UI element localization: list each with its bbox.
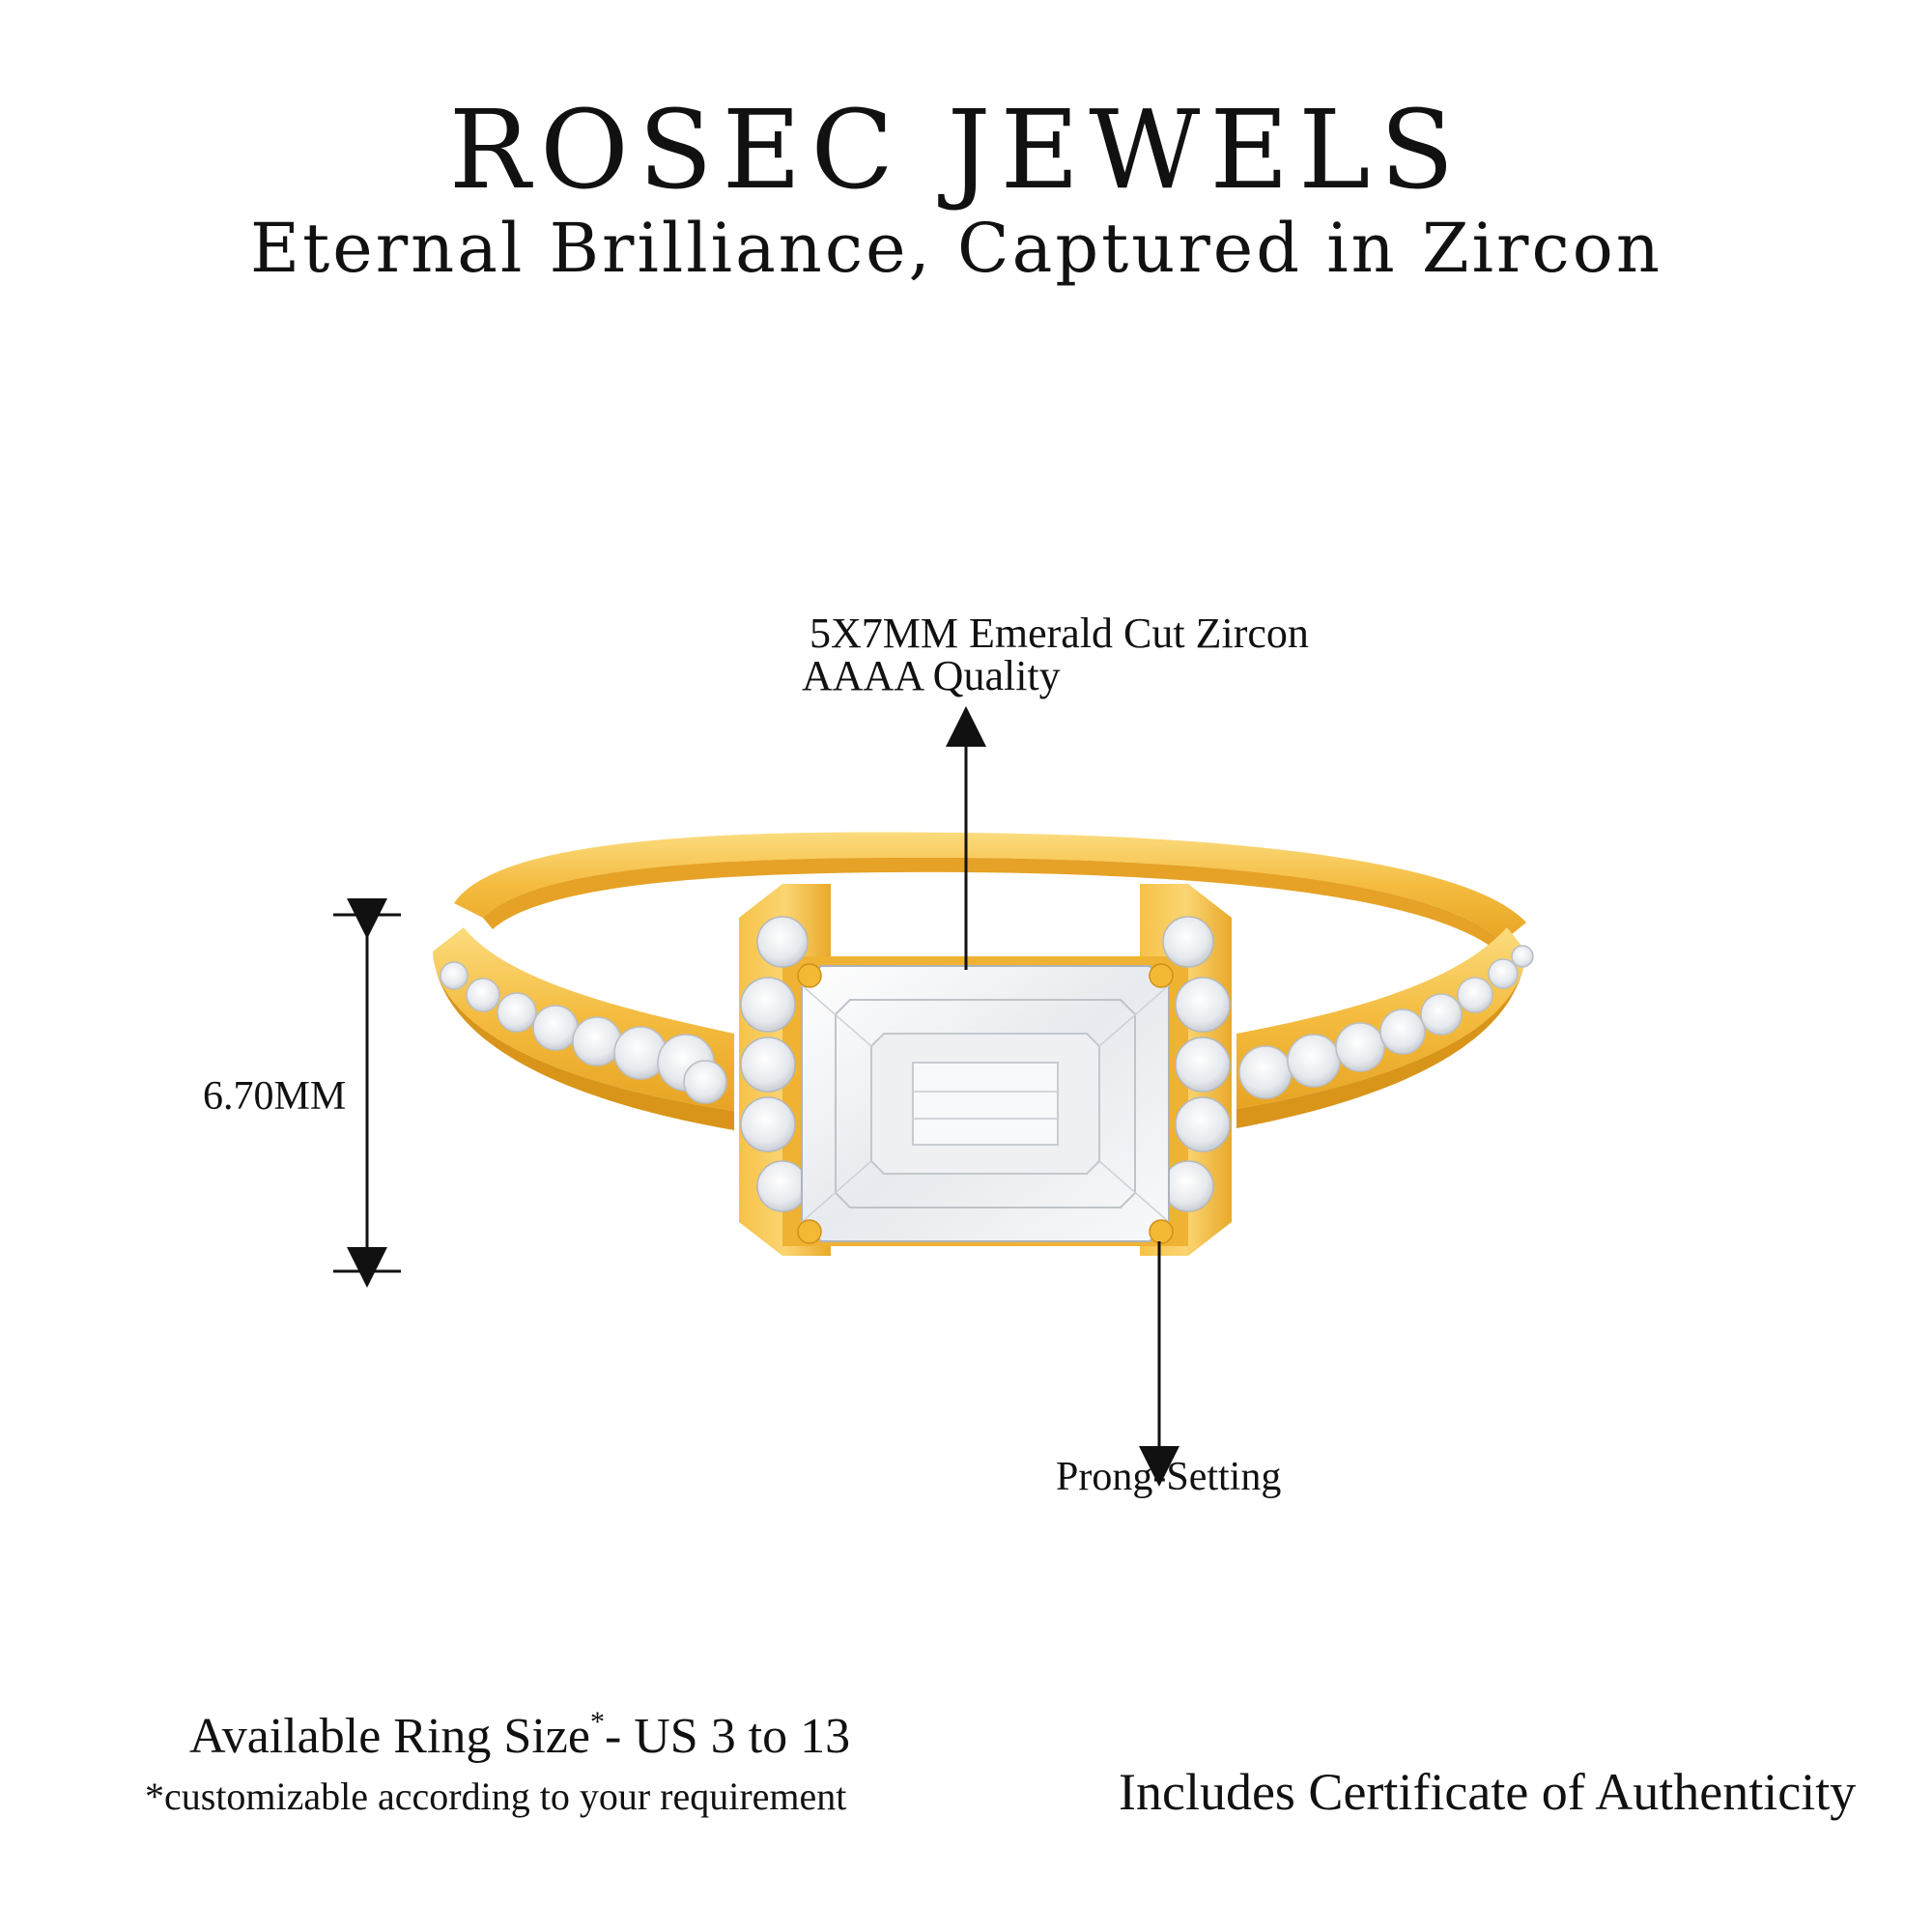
certificate-note: Includes Certificate of Authenticity [1119,1763,1857,1821]
height-dimension [333,898,401,1288]
ring-size-asterisk: * [589,1706,605,1738]
prongs [797,963,1174,1244]
gem-quality-label: AAAA Quality [802,652,1061,699]
height-label: 6.70MM [203,1074,347,1119]
ring-band-back [454,832,1526,952]
ring-size-value: - US 3 to 13 [604,1709,851,1764]
customizable-note: *customizable according to your requirem… [145,1775,847,1818]
brand-tagline: Eternal Brilliance, Captured in Zircon [250,209,1662,288]
ring-size-label: Available Ring Size [189,1709,590,1764]
pave-stones-right [1238,945,1534,1099]
gem-size-label: 5X7MM Emerald Cut Zircon [810,610,1309,657]
center-emerald-cut-stone [801,965,1170,1242]
brand-title: ROSEC JEWELS [448,88,1464,213]
pave-stones-left [440,961,727,1104]
halo-stones-left [740,916,809,1212]
halo-stones-right [1162,916,1231,1212]
ring-size-line: Available Ring Size*- US 3 to 13 [189,1708,850,1762]
prong-setting-label: Prong-Setting [1056,1455,1282,1499]
